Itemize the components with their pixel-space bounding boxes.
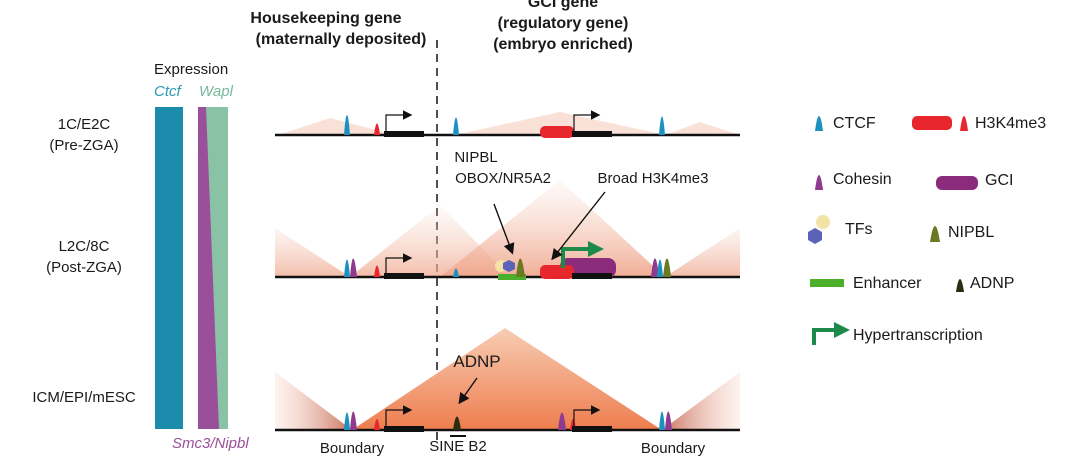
tss-arrow xyxy=(385,110,413,131)
ctcf-expression-label: Ctcf xyxy=(154,83,181,100)
legend-ctcf-label: CTCF xyxy=(833,115,876,132)
boundary-left-label: Boundary xyxy=(319,440,385,457)
hypertranscription-arrow xyxy=(561,247,590,268)
legend-tfs-label: TFs xyxy=(845,221,873,238)
ctcf-peak xyxy=(659,411,665,430)
tss-arrow xyxy=(385,405,413,426)
annotation-broad-h3k4me3: Broad H3K4me3 xyxy=(597,170,709,187)
stage-2-line1: L2C/8C xyxy=(58,238,110,255)
gene-body xyxy=(384,131,424,137)
ctcf-peak xyxy=(344,115,350,135)
domain-shade-main xyxy=(352,328,662,430)
domain-shade xyxy=(665,228,740,277)
h3k4me3-block xyxy=(540,126,574,138)
housekeeping-header-line2: (maternally deposited) xyxy=(255,31,427,48)
legend-enhancer-label: Enhancer xyxy=(853,275,922,292)
cohesin-peak xyxy=(350,258,357,277)
domain-shade-right xyxy=(662,372,740,430)
nipbl-peak xyxy=(516,258,525,277)
ctcf-peak xyxy=(453,117,459,135)
domain-shade-left xyxy=(275,372,352,430)
gene-body xyxy=(384,273,424,279)
legend-tf-yellow-icon xyxy=(816,215,830,229)
ctcf-peak xyxy=(659,116,665,135)
domain-shade xyxy=(440,180,665,277)
ctcf-peak xyxy=(453,268,459,277)
legend-enhancer-icon xyxy=(810,279,844,287)
stage-1-line2: (Pre-ZGA) xyxy=(49,137,119,154)
legend-cohesin-icon xyxy=(815,175,823,190)
h3k4me3-peak xyxy=(374,123,380,135)
legend-nipbl-label: NIPBL xyxy=(948,224,995,241)
legend-hyper-icon xyxy=(812,328,836,345)
row-ICM-EPI-mESC xyxy=(275,328,740,437)
domain-shade xyxy=(278,118,395,135)
legend-h3k4me3-peak-icon xyxy=(960,116,968,131)
legend-h3k4me3-block-icon xyxy=(912,116,952,130)
legend-gci-label: GCI xyxy=(985,172,1014,189)
legend-h3k4me3-label: H3K4me3 xyxy=(975,115,1047,132)
annotation-adnp: ADNP xyxy=(453,352,501,371)
row-1C-E2C xyxy=(275,110,740,138)
ctcf-peak xyxy=(657,259,663,277)
adnp-peak xyxy=(453,416,461,430)
nipbl-peak xyxy=(663,258,671,277)
legend-hyper-arrowhead xyxy=(834,322,850,338)
domain-shade xyxy=(665,122,740,135)
domain-shade xyxy=(275,228,350,277)
legend-gci-icon xyxy=(936,176,978,190)
callout-arrow-nipbl xyxy=(493,203,515,255)
h3k4me3-peak xyxy=(374,419,380,430)
gci-header-line2: (regulatory gene) xyxy=(497,15,629,32)
legend-adnp-label: ADNP xyxy=(970,275,1015,292)
tss-arrow xyxy=(573,405,601,426)
stage-1-line1: 1C/E2C xyxy=(57,116,111,133)
expression-bars xyxy=(155,107,228,429)
legend-ctcf-icon xyxy=(815,116,823,131)
stage-2-line2: (Post-ZGA) xyxy=(46,259,122,276)
gene-body xyxy=(572,426,612,432)
cohesin-peak xyxy=(665,411,672,430)
smc3-nipbl-expression-wedge xyxy=(198,107,219,429)
smc3-nipbl-expression-label: Smc3/Nipbl xyxy=(172,435,249,452)
row-L2C-8C xyxy=(275,180,740,280)
ctcf-expression-bar xyxy=(155,107,183,429)
cohesin-peak xyxy=(350,411,357,430)
annotation-obox: OBOX/NR5A2 xyxy=(455,170,551,187)
housekeeping-header-line1: Housekeeping gene xyxy=(250,10,402,27)
domain-shade xyxy=(455,112,665,135)
callout-arrow-adnp xyxy=(458,377,478,405)
gci-header-line3: (embryo enriched) xyxy=(493,36,633,53)
boundary-right-label: Boundary xyxy=(640,440,706,457)
h3k4me3-block xyxy=(540,265,574,279)
h3k4me3-peak xyxy=(374,265,380,277)
wapl-expression-label: Wapl xyxy=(199,83,233,100)
cohesin-peak xyxy=(651,258,659,277)
tf-blue xyxy=(503,260,515,272)
tss-arrow xyxy=(385,253,413,273)
stage-3-line1: ICM/EPI/mESC xyxy=(32,389,136,406)
legend-hypertranscription-label: Hypertranscription xyxy=(853,327,983,344)
legend xyxy=(808,116,978,345)
expression-title: Expression xyxy=(154,61,229,78)
legend-adnp-icon xyxy=(956,279,964,292)
legend-nipbl-icon xyxy=(930,226,940,242)
gci-header-line1: GCI gene xyxy=(527,0,599,11)
gene-body xyxy=(572,273,612,279)
callout-arrow-broad xyxy=(551,191,606,261)
gene-body xyxy=(384,426,424,432)
legend-cohesin-label: Cohesin xyxy=(833,171,892,188)
legend-tf-blue-icon xyxy=(808,228,822,244)
sine-b2-label: SINE B2 xyxy=(429,438,487,455)
cohesin-peak xyxy=(558,412,566,430)
ctcf-peak xyxy=(344,412,350,430)
ctcf-peak xyxy=(344,259,350,277)
hypertranscription-arrowhead xyxy=(588,241,604,257)
gene-body xyxy=(572,131,612,137)
enhancer-block xyxy=(498,274,526,280)
tss-arrow xyxy=(573,110,601,131)
annotation-nipbl: NIPBL xyxy=(454,149,498,166)
